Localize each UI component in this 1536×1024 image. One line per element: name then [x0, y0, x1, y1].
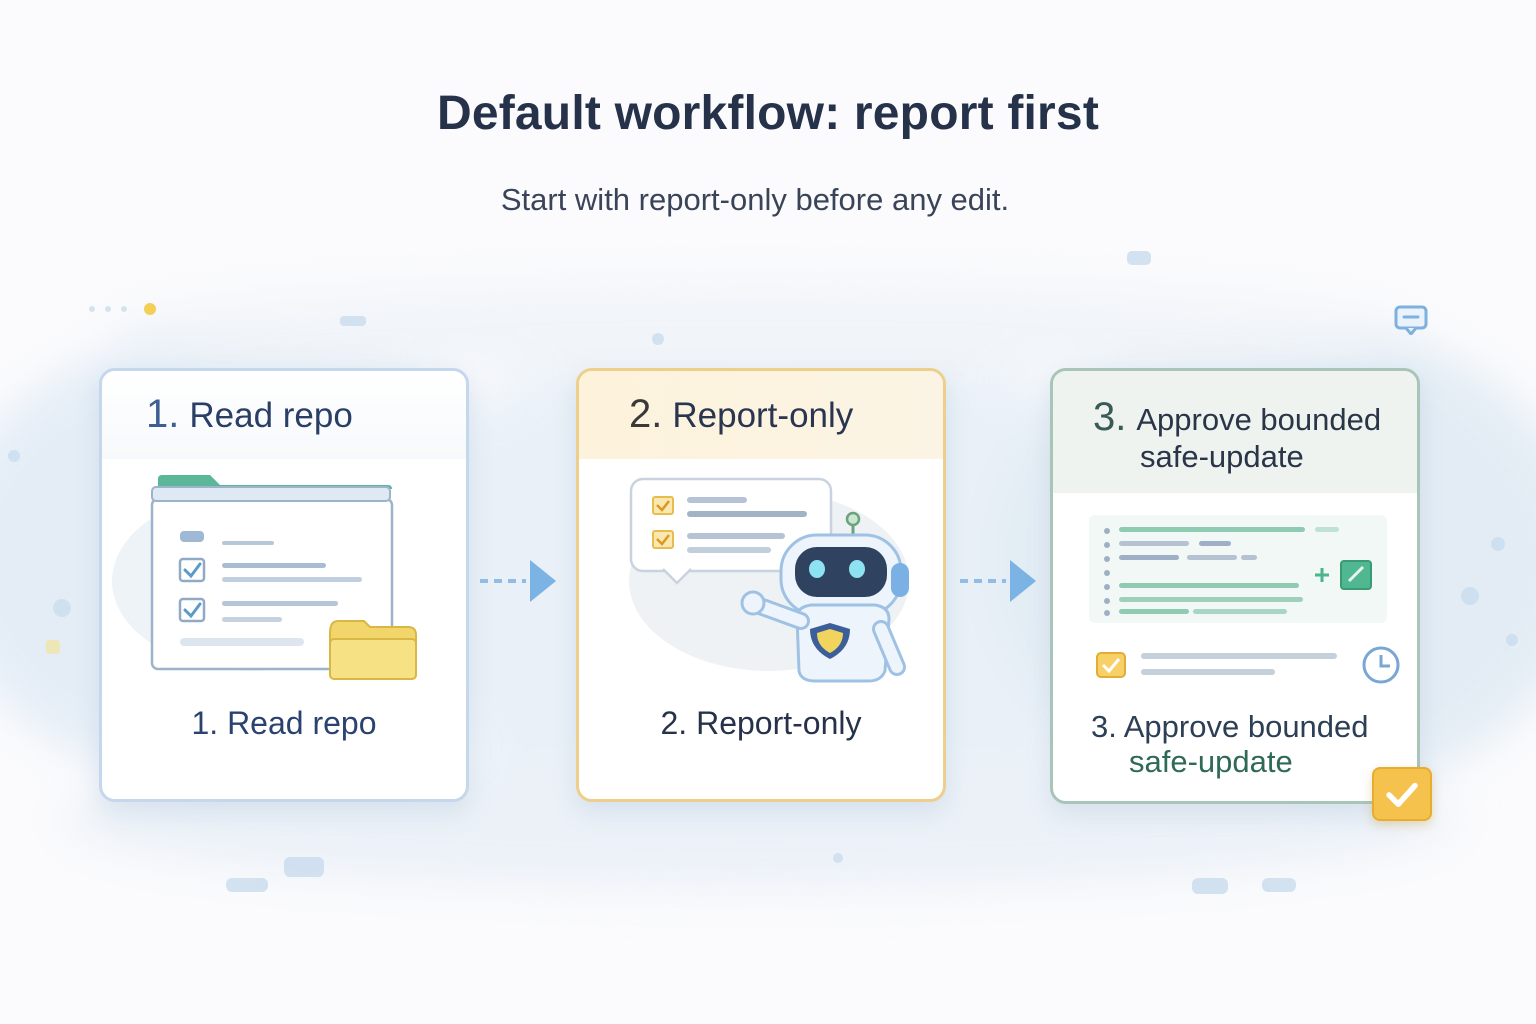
step-caption: 1. Read repo: [191, 705, 377, 741]
step-caption-line2: safe-update: [1129, 744, 1293, 779]
code-diff-approve-icon: [1089, 515, 1400, 684]
step-caption-line1: 3. Approve bounded: [1091, 709, 1369, 744]
step-number: 1.: [146, 392, 180, 436]
step-number: 2.: [629, 392, 663, 436]
step-card-read-repo: 1.Read repo 1. Read repo: [99, 368, 469, 802]
step-title-line1: Approve bounded: [1136, 402, 1382, 437]
chat-bubble-icon: [1394, 305, 1428, 335]
robot-report-icon: [629, 477, 909, 683]
arrow-right-icon: [960, 560, 1036, 602]
step-card-header: 2.Report-only: [579, 371, 943, 459]
diagram-subtitle: Start with report-only before any edit.: [500, 182, 1010, 217]
folder-document-icon: [112, 475, 417, 680]
step-title-text: Report-only: [672, 396, 854, 435]
step-card-report-only: 2.Report-only: [576, 368, 946, 802]
step-title: 2.Report-only: [629, 394, 854, 435]
step-title: 1.Read repo: [146, 394, 353, 435]
step-card-header: 1.Read repo: [102, 371, 466, 459]
step-number: 3.: [1093, 395, 1127, 439]
step-title-line2: safe-update: [1140, 439, 1304, 474]
diagram-title: Default workflow: report first: [436, 87, 1100, 140]
approved-check-icon: [1372, 767, 1432, 821]
arrow-right-icon: [480, 560, 556, 602]
step-title-text: Read repo: [189, 396, 353, 435]
step-caption: 2. Report-only: [660, 705, 862, 741]
